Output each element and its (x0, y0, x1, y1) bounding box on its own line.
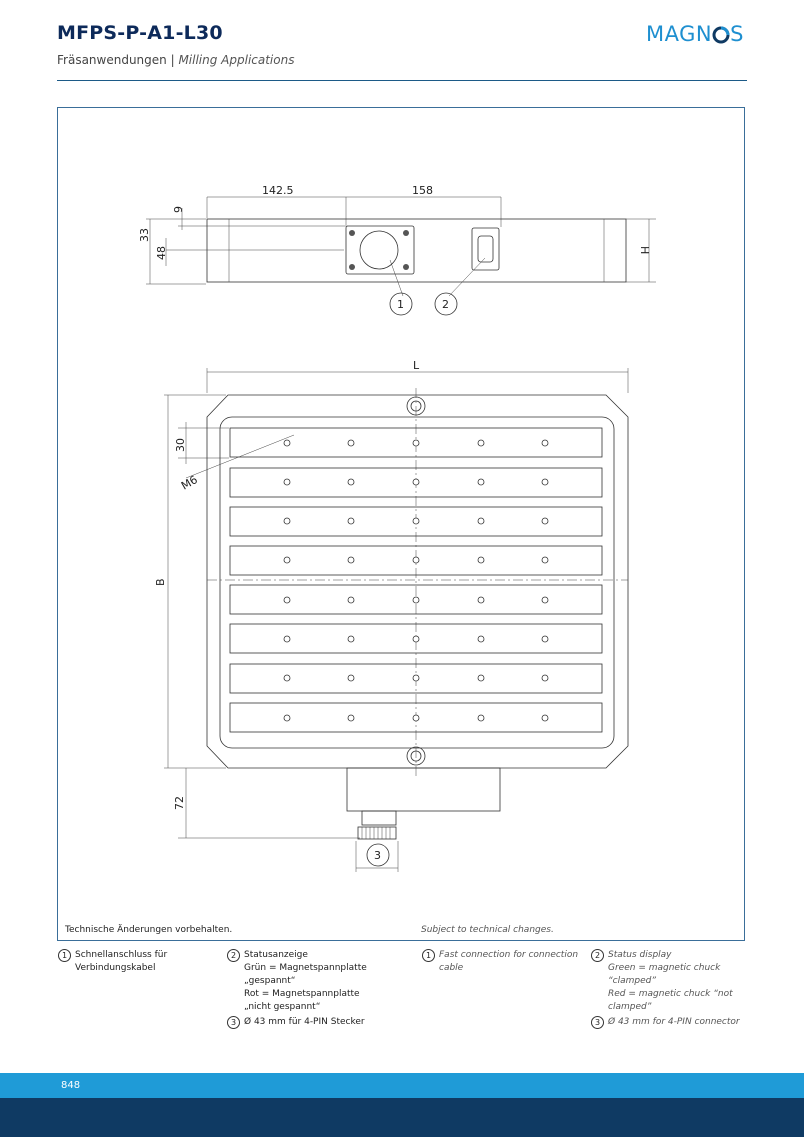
legend-en-3: 3 Ø 43 mm for 4-PIN connector (591, 1016, 751, 1030)
dim-H: H (638, 246, 651, 254)
legend-en-3-text: Ø 43 mm for 4-PIN connector (608, 1017, 740, 1027)
dim-L: L (413, 359, 420, 372)
subtitle-de: Fräsanwendungen (57, 53, 167, 67)
plan-view: L (154, 359, 629, 872)
side-view: 142.5 158 9 33 48 H 1 2 (138, 184, 656, 316)
legend-en-1-num: 1 (422, 949, 435, 962)
subtitle-separator: | (166, 53, 179, 67)
legend-de-3: 3 Ø 43 mm für 4-PIN Stecker (227, 1016, 397, 1030)
logo-text-b: S (730, 22, 744, 46)
dim-9: 9 (172, 206, 185, 213)
legend-de-2-num: 2 (227, 949, 240, 962)
logo-text-a: MAGN (646, 22, 713, 46)
brand-logo: MAGN S (646, 22, 744, 46)
legend-en-3-num: 3 (591, 1016, 604, 1029)
legend-de-2-text: Statusanzeige Grün = Magnetspannplatte „… (244, 950, 367, 1012)
legend-de-3-num: 3 (227, 1016, 240, 1029)
legend-en-1-text: Fast connection for connection cable (439, 950, 579, 973)
legend-en-2-num: 2 (591, 949, 604, 962)
callout-3: 3 (374, 849, 381, 862)
callout-2: 2 (442, 298, 449, 311)
legend-de-1-text: Schnellanschluss für Verbindungskabel (75, 950, 168, 973)
footer-band-dark (0, 1098, 804, 1137)
dim-158: 158 (412, 184, 433, 197)
page-title: MFPS-P-A1-L30 (57, 22, 223, 44)
dim-B: B (154, 578, 167, 586)
dim-48: 48 (155, 246, 168, 260)
page-subtitle: Fräsanwendungen | Milling Applications (57, 53, 294, 67)
subtitle-en: Milling Applications (178, 53, 295, 67)
legend-de-2: 2 Statusanzeige Grün = Magnetspannplatte… (227, 949, 397, 1015)
dim-142-5: 142.5 (262, 184, 294, 197)
legend-de-1-num: 1 (58, 949, 71, 962)
technical-drawing: 142.5 158 9 33 48 H 1 2 (138, 184, 656, 872)
legend-en-2-text: Status display Green = magnetic chuck “c… (608, 950, 733, 1012)
note-de: Technische Änderungen vorbehalten. (65, 925, 233, 935)
dim-M6: M6 (179, 473, 200, 493)
logo-o-icon (712, 26, 730, 44)
legend-de-3-text: Ø 43 mm für 4-PIN Stecker (244, 1017, 365, 1027)
legend-en-2: 2 Status display Green = magnetic chuck … (591, 949, 751, 1015)
callout-1: 1 (397, 298, 404, 311)
legend-en-1: 1 Fast connection for connection cable (422, 949, 587, 979)
dim-30: 30 (174, 438, 187, 452)
dim-33: 33 (138, 228, 151, 242)
legend-de-1: 1 Schnellanschluss für Verbindungskabel (58, 949, 208, 979)
drawing-frame: 142.5 158 9 33 48 H 1 2 (57, 107, 745, 941)
note-en: Subject to technical changes. (421, 925, 554, 935)
header-rule (57, 80, 747, 81)
footer-band: 848 (0, 1073, 804, 1098)
page-number: 848 (61, 1080, 81, 1091)
dim-72: 72 (173, 796, 186, 810)
